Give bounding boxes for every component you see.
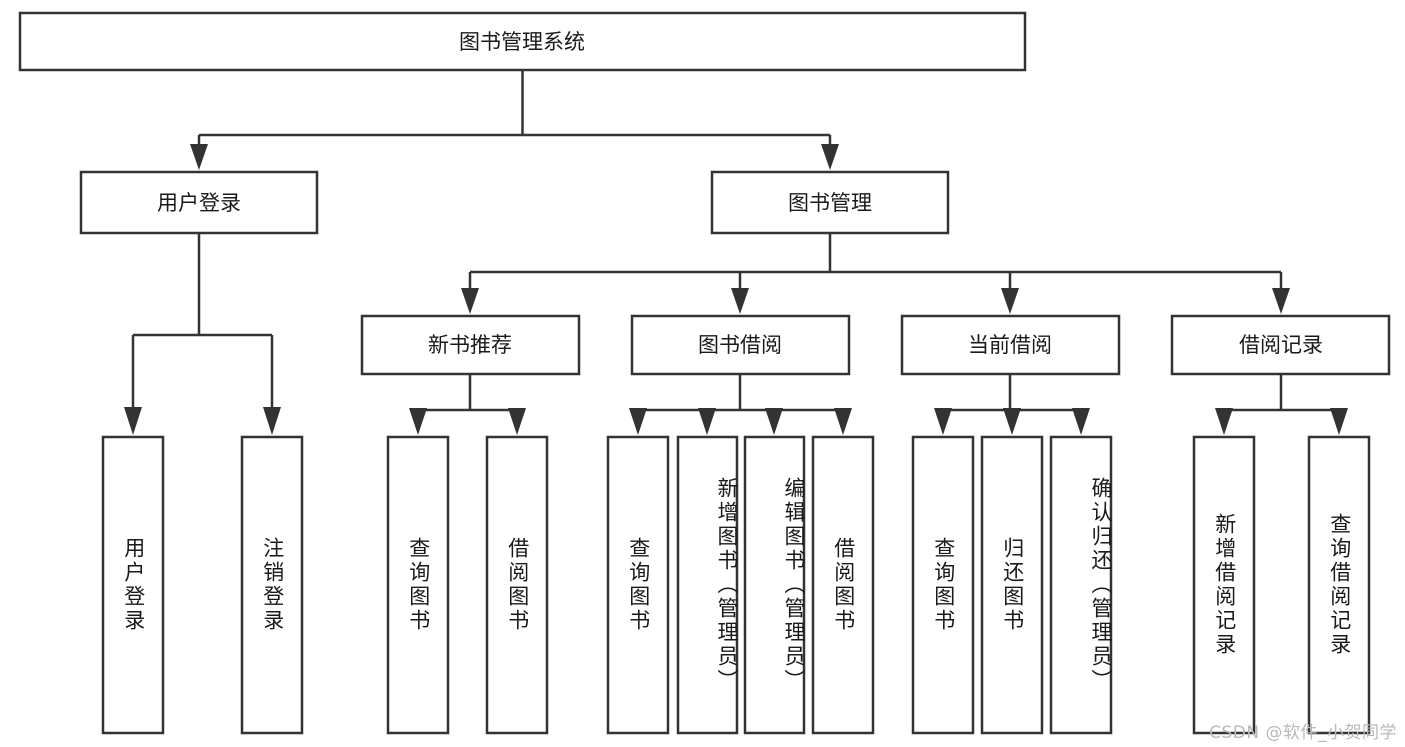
book-manage-label: 图书管理	[788, 191, 872, 215]
arrowhead-leaf-query-book-2	[629, 408, 647, 435]
arrowhead-leaf-confirm-return	[1072, 408, 1090, 435]
borrow-record-label: 借阅记录	[1239, 333, 1323, 357]
arrowhead-leaf-add-record	[1215, 408, 1233, 435]
arrowhead-book-borrow	[731, 288, 749, 314]
book-borrow-label: 图书借阅	[698, 333, 782, 357]
arrowhead-borrow-record	[1272, 288, 1290, 314]
arrowhead-current-borrow	[1001, 288, 1019, 314]
csdn-watermark: CSDN @软件_小贺同学	[1209, 723, 1397, 743]
leaf-confirm-return-box[interactable]	[1049, 435, 1113, 735]
user-login-label: 用户登录	[157, 191, 241, 215]
node-new-book-rec[interactable]: 新书推荐	[360, 314, 581, 376]
leaf-borrow-book-2-box[interactable]	[811, 435, 875, 735]
arrowhead-leaf-query-book-1	[409, 408, 427, 435]
leaf-borrow-book-1-box[interactable]	[485, 435, 549, 735]
user-login-box[interactable]	[79, 170, 319, 235]
leaf-query-book-3-box[interactable]	[911, 435, 975, 735]
book-borrow-box[interactable]	[630, 314, 851, 376]
new-book-rec-box[interactable]	[360, 314, 581, 376]
connector-layer	[124, 70, 1348, 435]
current-borrow-label: 当前借阅	[968, 333, 1052, 357]
leaf-query-book-1-box[interactable]	[386, 435, 450, 735]
arrowhead-leaf-borrow-book-2	[834, 408, 852, 435]
root-box[interactable]	[18, 11, 1027, 72]
leaf-add-book-box[interactable]	[676, 435, 739, 735]
leaf-query-record-box[interactable]	[1307, 435, 1371, 735]
arrowhead-leaf-return-book	[1003, 408, 1021, 435]
leaf-box-layer	[101, 435, 1371, 735]
arrowhead-leaf-borrow-book-1	[508, 408, 526, 435]
arrowhead-leaf-edit-book	[765, 408, 783, 435]
arrowhead-leaf-query-record	[1330, 408, 1348, 435]
borrow-record-box[interactable]	[1170, 314, 1391, 376]
leaf-return-book-box[interactable]	[980, 435, 1044, 735]
leaf-add-record-box[interactable]	[1192, 435, 1256, 735]
arrowhead-leaf-query-book-3	[934, 408, 952, 435]
current-borrow-box[interactable]	[900, 314, 1121, 376]
arrowhead-leaf-logout	[263, 407, 281, 435]
leaf-query-book-2-box[interactable]	[606, 435, 670, 735]
node-root[interactable]: 图书管理系统	[18, 11, 1027, 72]
leaf-edit-book-box[interactable]	[743, 435, 806, 735]
node-user-login[interactable]: 用户登录	[79, 170, 319, 235]
node-current-borrow[interactable]: 当前借阅	[900, 314, 1121, 376]
root-label: 图书管理系统	[459, 30, 585, 54]
node-book-borrow[interactable]: 图书借阅	[630, 314, 851, 376]
node-borrow-record[interactable]: 借阅记录	[1170, 314, 1391, 376]
leaf-user-login-box[interactable]	[101, 435, 165, 735]
arrowhead-book-manage	[821, 144, 839, 170]
arrowhead-leaf-add-book	[698, 408, 716, 435]
arrowhead-user-login	[190, 144, 208, 170]
leaf-logout-box[interactable]	[240, 435, 304, 735]
new-book-rec-label: 新书推荐	[428, 333, 512, 357]
arrowhead-new-book-rec	[461, 288, 479, 314]
arrowhead-leaf-user-login	[124, 407, 142, 435]
node-book-manage[interactable]: 图书管理	[710, 170, 950, 235]
book-manage-box[interactable]	[710, 170, 950, 235]
